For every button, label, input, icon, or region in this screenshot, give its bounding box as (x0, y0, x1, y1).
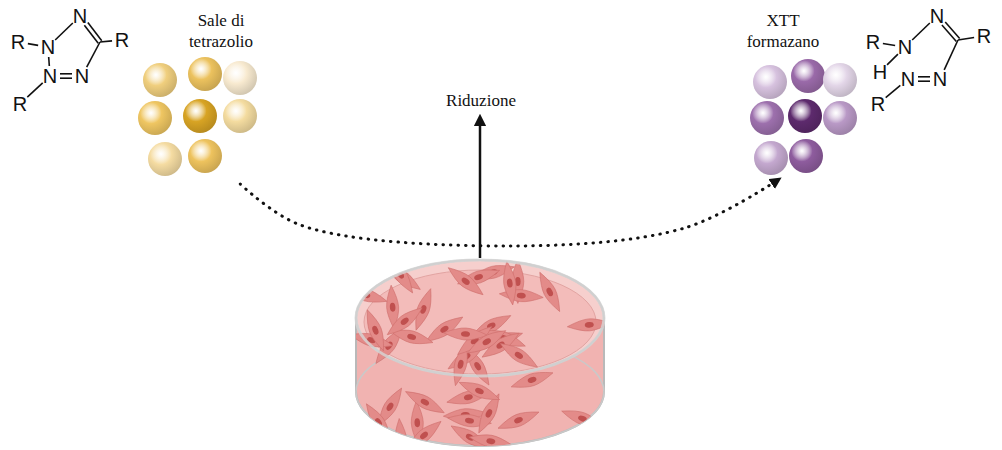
petri-dish (343, 253, 612, 450)
dotted-arrow (240, 182, 774, 246)
atom-symbol: N (901, 68, 915, 90)
atom-symbol: R (11, 31, 25, 53)
compound-name: XTT formazano (740, 10, 826, 52)
atom-symbol: R (13, 93, 27, 115)
atom-symbol: N (43, 65, 57, 87)
chemical-bonds (27, 22, 974, 98)
atom-symbol: N (930, 5, 944, 27)
atom-symbol: N (41, 36, 55, 58)
compound-name: Sale di tetrazolio (178, 10, 264, 52)
atom-symbol: R (977, 25, 991, 47)
atom-symbol: H (873, 61, 887, 83)
process-label: Riduzione (446, 90, 516, 111)
atom-symbol: R (871, 93, 885, 115)
compound-dots (738, 56, 860, 180)
atom-symbol: R (115, 29, 129, 51)
compound-cluster: XTT formazano (738, 4, 860, 180)
atom-symbol: N (933, 68, 947, 90)
atom-symbol: N (898, 36, 912, 58)
atom-symbol: N (75, 65, 89, 87)
reduction-arrow (479, 120, 482, 258)
atom-symbol: N (73, 5, 87, 27)
atom-symbol: R (866, 31, 880, 53)
compound-cluster: Sale di tetrazolio (135, 4, 270, 180)
compound-dots (135, 56, 270, 180)
